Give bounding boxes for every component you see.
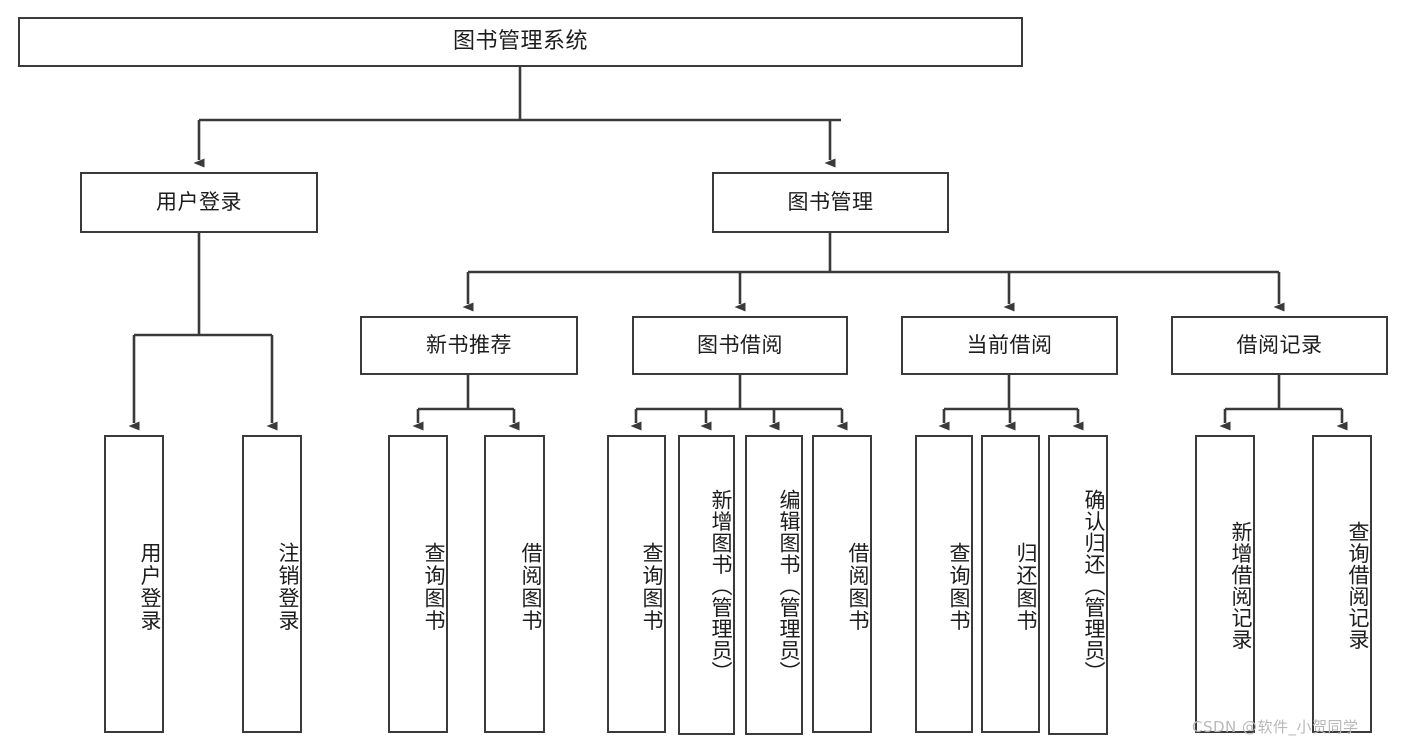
node-leaf-query-record[interactable]: 查询借阅记录 bbox=[1312, 435, 1372, 733]
node-leaf-add-record[interactable]: 新增借阅记录 bbox=[1195, 435, 1255, 733]
node-current-borrow[interactable]: 当前借阅 bbox=[901, 316, 1118, 375]
node-root-system[interactable]: 图书管理系统 bbox=[18, 17, 1023, 67]
node-leaf-return-book[interactable]: 归还图书 bbox=[981, 435, 1040, 733]
node-user-login[interactable]: 用户登录 bbox=[80, 172, 318, 233]
node-book-manage[interactable]: 图书管理 bbox=[712, 172, 949, 233]
node-leaf-logout[interactable]: 注销登录 bbox=[242, 435, 302, 733]
node-leaf-query-book-3[interactable]: 查询图书 bbox=[915, 435, 973, 733]
node-leaf-user-login[interactable]: 用户登录 bbox=[104, 435, 164, 733]
node-book-borrow[interactable]: 图书借阅 bbox=[632, 316, 848, 375]
node-new-book-recommend[interactable]: 新书推荐 bbox=[360, 316, 578, 375]
node-leaf-borrow-book-1[interactable]: 借阅图书 bbox=[484, 435, 545, 733]
node-leaf-confirm-return[interactable]: 确认归还（管理员） bbox=[1048, 435, 1108, 735]
node-leaf-query-book-1[interactable]: 查询图书 bbox=[388, 435, 448, 733]
node-borrow-record[interactable]: 借阅记录 bbox=[1171, 316, 1388, 375]
csdn-watermark: CSDN @软件_小贺同学 bbox=[1192, 718, 1359, 736]
node-leaf-borrow-book-2[interactable]: 借阅图书 bbox=[812, 435, 872, 733]
node-leaf-add-book[interactable]: 新增图书（管理员） bbox=[678, 435, 735, 735]
node-leaf-edit-book[interactable]: 编辑图书（管理员） bbox=[745, 435, 803, 735]
node-leaf-query-book-2[interactable]: 查询图书 bbox=[607, 435, 666, 733]
